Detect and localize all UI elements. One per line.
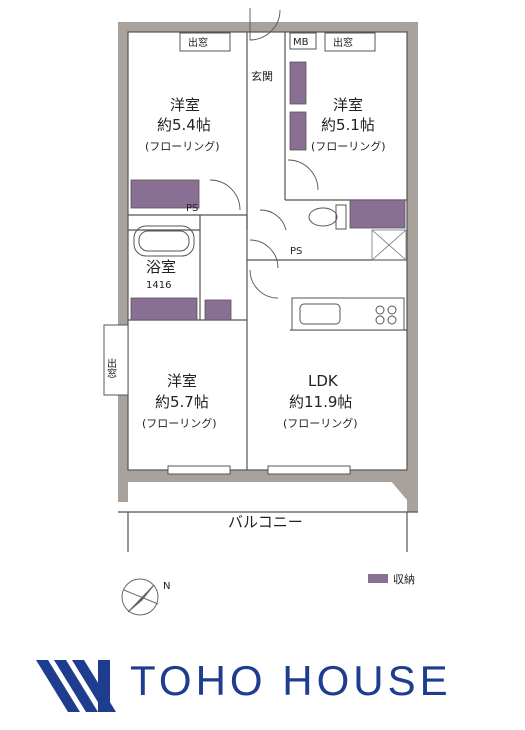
bay-window-label-3: 出窓 xyxy=(105,357,117,378)
south-windows xyxy=(167,465,351,475)
ldk-size: 約11.9帖 xyxy=(289,393,352,411)
room-2-size: 約5.1帖 xyxy=(321,116,375,134)
entrance-label: 玄関 xyxy=(251,69,273,83)
mb-label: MB xyxy=(293,37,309,48)
room-2-name: 洋室 xyxy=(333,96,363,114)
balcony-label: バルコニー xyxy=(228,513,303,531)
bathroom-label: 浴室 xyxy=(146,258,176,276)
brand-logo-icon xyxy=(36,660,116,712)
room-1-size: 約5.4帖 xyxy=(157,116,211,134)
ps-label-1: PS xyxy=(186,203,198,214)
bathroom-size: 1416 xyxy=(146,280,171,291)
ldk-name: LDK xyxy=(308,372,339,390)
bay-window-label-1: 出窓 xyxy=(188,36,208,49)
room-1-floor: (フローリング) xyxy=(145,139,220,153)
room-3-size: 約5.7帖 xyxy=(155,393,209,411)
ps-label-2: PS xyxy=(290,246,302,257)
kitchen-counter xyxy=(291,297,405,331)
room-2-floor: (フローリング) xyxy=(311,139,386,153)
storage-blocks xyxy=(130,61,406,321)
ldk-floor: (フローリング) xyxy=(283,416,358,430)
room-1-name: 洋室 xyxy=(170,96,200,114)
bay-windows xyxy=(103,32,376,396)
toilet xyxy=(308,204,347,230)
storage-legend-swatch xyxy=(368,574,388,583)
north-label: N xyxy=(163,581,170,592)
bay-window-label-2: 出窓 xyxy=(333,36,353,49)
room-3-name: 洋室 xyxy=(167,372,197,390)
brand-name: TOHO HOUSE xyxy=(130,657,452,704)
mb-box xyxy=(289,32,317,50)
hatched-area xyxy=(371,229,407,261)
balcony xyxy=(118,511,418,552)
door-swings xyxy=(209,8,319,299)
room-3-floor: (フローリング) xyxy=(142,416,217,430)
storage-legend-label: 収納 xyxy=(393,573,415,586)
compass-icon xyxy=(121,578,159,616)
bathtub xyxy=(133,225,195,257)
